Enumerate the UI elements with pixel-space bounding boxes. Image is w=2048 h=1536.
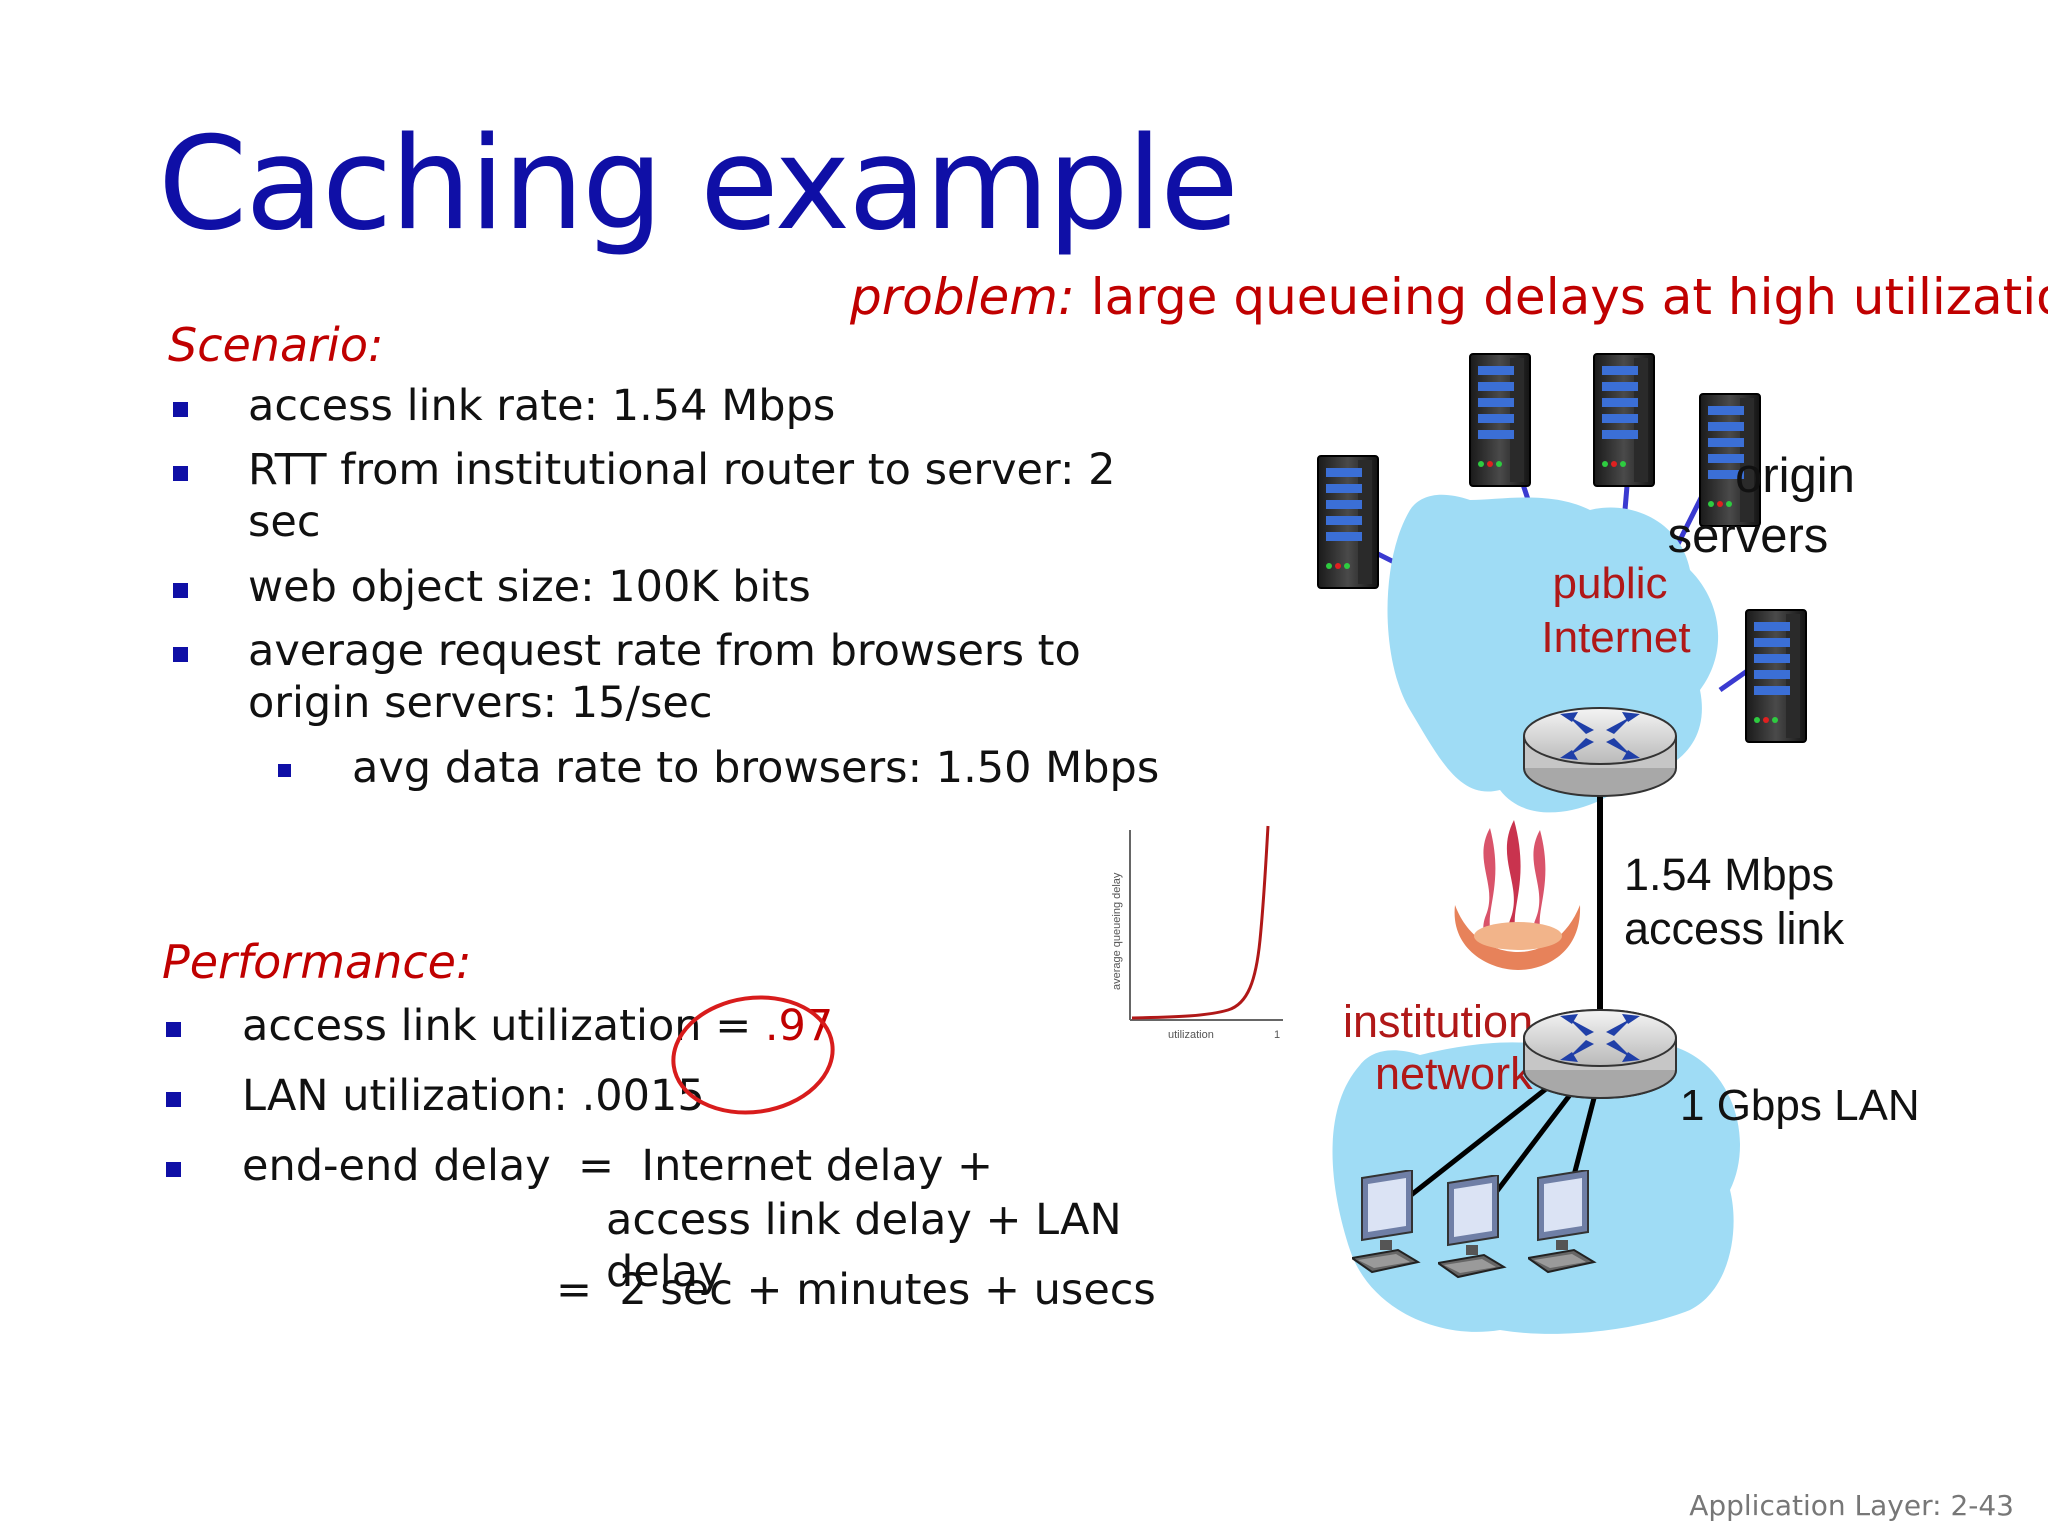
scenario-item: RTT from institutional router to server:… [248,445,1116,495]
scenario-item: access link rate: 1.54 Mbps [248,381,836,431]
bullet-marker [173,402,188,417]
bullet-marker [166,1022,181,1037]
server-icon [1593,353,1655,487]
scenario-heading: Scenario: [168,318,384,372]
performance-heading: Performance: [162,935,472,989]
public-internet-label: Internet [1541,613,1690,662]
scenario-item: web object size: 100K bits [248,562,811,612]
router-icon [1523,707,1677,797]
highlight-circle [671,995,835,1115]
server-icon [1745,609,1807,743]
performance-item: access link utilization = .97 [242,1000,833,1052]
performance-item: LAN utilization: .0015 [242,1071,705,1121]
bullet-marker [173,583,188,598]
slide-title: Caching example [158,110,1239,259]
performance-item-cont: = 2 sec + minutes + usecs [556,1265,1156,1315]
network-diagram: origin servers public Internet 1.54 Mbps… [1317,353,1920,1334]
performance-item-cont: access link delay + LAN delay [606,1195,1122,1297]
bullet-marker [173,647,188,662]
queueing-delay-graph: average queueing delay utilization 1 [1098,820,1298,1050]
fire-icon [1454,820,1581,970]
graph-x-max: 1 [1274,1029,1280,1041]
public-internet-label: public [1553,559,1668,608]
access-link-label: 1.54 Mbps [1624,849,1834,900]
origin-servers-label: servers [1668,509,1829,563]
institution-label-line: network [1375,1048,1533,1099]
problem-prefix: problem: [850,268,1075,326]
utilization-label: access link utilization = [242,1001,765,1051]
scenario-item: average request rate from browsers to [248,626,1081,676]
scenario-item-cont: sec [248,497,321,547]
problem-text: large queueing delays at high utilizatio… [1074,268,2048,326]
origin-servers-label: origin [1735,449,1855,503]
institution-label-line: institution [1343,996,1533,1047]
scenario-item-cont: origin servers: 15/sec [248,678,713,728]
institution-network-label: institution network [1343,996,1533,1111]
bullet-marker [166,1092,181,1107]
server-icon [1317,455,1379,589]
desktop-computer-icon [1352,1170,1419,1273]
server-icon [1469,353,1531,487]
desktop-computer-icon [1438,1175,1505,1278]
bullet-marker [166,1162,181,1177]
router-icon [1523,1009,1677,1099]
bullet-marker [173,466,188,481]
scenario-sub-item: avg data rate to browsers: 1.50 Mbps [352,743,1160,793]
scenario-list: access link rate: 1.54 Mbps RTT from ins… [0,380,1200,820]
sub-bullet-marker [278,764,291,777]
access-link-label: access link [1624,903,1845,954]
graph-y-label: average queueing delay [1111,872,1123,990]
graph-x-label: utilization [1168,1029,1214,1041]
desktop-computer-icon [1528,1170,1595,1273]
utilization-value: .97 [764,1001,834,1051]
performance-item: end-end delay = Internet delay + [242,1141,993,1191]
slide-footer: Application Layer: 2-43 [1689,1489,2014,1522]
lan-label: 1 Gbps LAN [1680,1081,1920,1130]
institutional-network-cloud [1332,1040,1740,1334]
performance-list: access link utilization = .97 LAN utiliz… [0,1000,1250,1330]
problem-statement: problem: large queueing delays at high u… [850,268,2048,326]
